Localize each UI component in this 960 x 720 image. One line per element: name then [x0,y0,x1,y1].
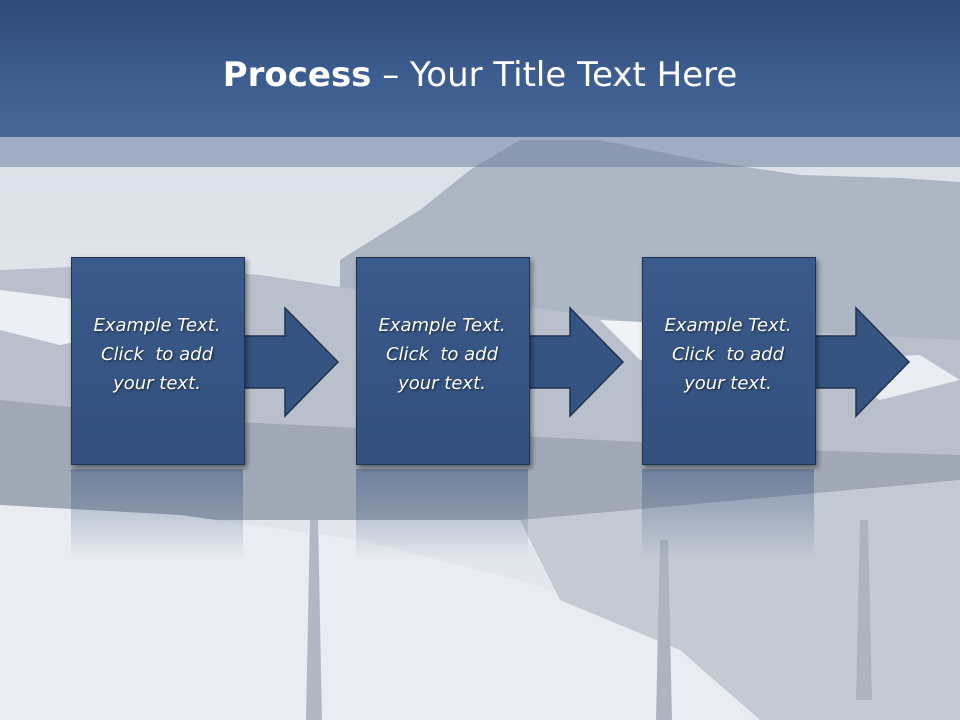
step-text[interactable]: Example Text. Click to add your text. [71,311,243,398]
step-text-line: Example Text. [664,315,792,336]
process-step-3[interactable]: Example Text. Click to add your text. [642,257,911,559]
step-text-line: your text. [113,373,201,394]
title-rest: – Your Title Text Here [371,55,738,95]
step-text[interactable]: Example Text. Click to add your text. [356,311,528,398]
arrow-right-icon [811,306,911,418]
step-text-line: your text. [684,373,772,394]
step-text-line: your text. [398,373,486,394]
title-header [0,0,960,137]
step-text-line: Click to add [385,344,498,365]
step-box [356,257,530,465]
step-text[interactable]: Example Text. Click to add your text. [642,311,814,398]
process-step-2[interactable]: Example Text. Click to add your text. [356,257,625,559]
slide-title[interactable]: Process – Your Title Text Here [0,55,960,95]
step-text-line: Click to add [100,344,213,365]
step-box [642,257,816,465]
header-divider-band [0,137,960,167]
step-box [71,257,245,465]
arrow-right-icon [525,306,625,418]
arrow-right-icon [240,306,340,418]
title-bold: Process [222,55,372,95]
step-text-line: Example Text. [93,315,221,336]
step-text-line: Click to add [671,344,784,365]
process-step-1[interactable]: Example Text. Click to add your text. [71,257,340,559]
step-text-line: Example Text. [378,315,506,336]
step-reflection [642,469,814,559]
step-reflection [356,469,528,559]
step-reflection [71,469,243,559]
